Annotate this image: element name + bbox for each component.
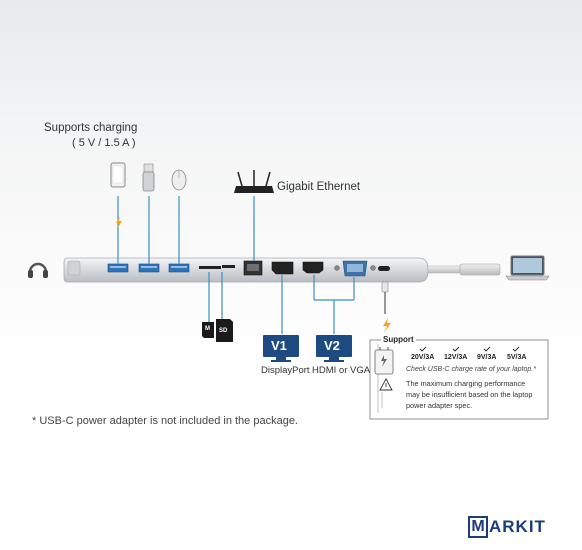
usb-a-port-3: [168, 263, 190, 273]
micro-sd-slot: [222, 265, 235, 268]
monitor-v2-badge: V2: [324, 338, 340, 353]
sd-label: SD: [219, 328, 228, 334]
power-bolt-icon: [383, 318, 391, 333]
rating-20v: 20V/3A: [411, 354, 435, 361]
warning-icon: [379, 378, 393, 391]
monitor-v1-icon: [263, 335, 299, 362]
warning-line-2: may be insufficient based on the laptop: [406, 390, 533, 399]
charging-title: Supports charging: [44, 122, 138, 134]
usb-c-port: [378, 266, 390, 271]
monitor-v1-badge: V1: [271, 338, 287, 353]
support-box: [369, 339, 549, 420]
usb-a-port-2: [138, 263, 160, 273]
monitor-v2-icon: [316, 335, 352, 362]
logo-letter: M: [468, 516, 488, 538]
power-adapter-icon: [374, 347, 394, 375]
displayport-port: [271, 261, 294, 275]
rating-checkmarks: [419, 346, 520, 352]
ethernet-label: Gigabit Ethernet: [277, 181, 361, 193]
micro-sd-label: M: [205, 326, 210, 332]
support-title: Support: [381, 335, 416, 344]
micro-sd-card-icon: [202, 322, 214, 338]
sd-card-slot: [199, 266, 221, 269]
warning-line-1: The maximum charging performance: [406, 379, 526, 388]
hdmi-port: [302, 261, 324, 274]
warning-line-3: power adapter spec.: [406, 401, 473, 410]
footnote: * USB-C power adapter is not included in…: [32, 415, 298, 427]
rating-9v: 9V/3A: [477, 354, 497, 361]
sd-card-icon: [216, 319, 233, 342]
hdmi-vga-label: HDMI or VGA: [312, 365, 371, 376]
check-note: Check USB-C charge rate of your laptop.*: [406, 366, 536, 373]
audio-jack: [67, 260, 81, 276]
usb-flash-drive-icon: [142, 163, 155, 192]
router-icon: [234, 170, 274, 193]
charging-spec: ( 5 V / 1.5 A ): [72, 137, 136, 149]
headphones-icon: [28, 262, 48, 278]
logo-text: ARKIT: [489, 517, 546, 536]
displayport-label: DisplayPort: [261, 365, 310, 376]
mouse-icon: [171, 169, 187, 191]
charging-bolt-icon: [116, 216, 122, 229]
vga-port: [334, 260, 376, 277]
rating-12v: 12V/3A: [444, 354, 468, 361]
connection-lines: [117, 196, 355, 334]
usb-a-port-1: [107, 263, 129, 273]
laptop-icon: [505, 255, 550, 281]
rating-5v: 5V/3A: [507, 354, 527, 361]
usb-c-charging-plug: [381, 281, 389, 314]
markit-logo: M ARKIT: [468, 514, 546, 540]
ethernet-port: [243, 260, 263, 276]
